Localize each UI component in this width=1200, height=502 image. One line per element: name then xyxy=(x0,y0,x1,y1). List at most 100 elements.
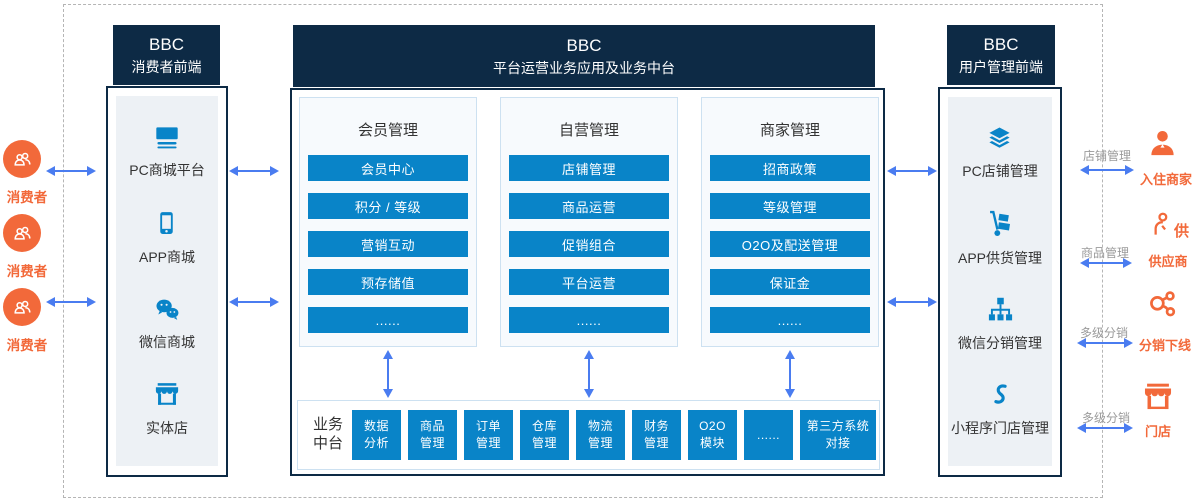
left-frontend-header: BBC 消费者前端 xyxy=(113,25,220,85)
bidirectional-arrow xyxy=(1080,165,1134,175)
bidirectional-arrow xyxy=(46,166,96,176)
platform-module: 订单 管理 xyxy=(464,410,513,460)
tool-pc-shop-management: PC店铺管理 xyxy=(962,125,1038,181)
bidirectional-arrow-vertical xyxy=(383,350,393,398)
tool-label: 小程序门店管理 xyxy=(951,420,1049,437)
wechat-icon xyxy=(155,299,178,320)
self-operation-panel: 自营管理 店铺管理 商品运营 促销组合 平台运营 ...... xyxy=(500,97,678,347)
business-platform-bar: 业务 中台 数据 分析 商品 管理 订单 管理 仓库 管理 物流 管理 财务 管… xyxy=(297,400,880,470)
relation-label: 店铺管理 xyxy=(1082,149,1131,163)
people-icon xyxy=(13,226,31,240)
module-pill: O2O及配送管理 xyxy=(710,231,870,257)
bidirectional-arrow-vertical xyxy=(785,350,795,398)
header-line2: 消费者前端 xyxy=(131,59,202,76)
bidirectional-arrow xyxy=(229,297,279,307)
right-frontend-header: BBC 用户管理前端 xyxy=(947,25,1055,85)
right-frontend-items: PC店铺管理 APP供货管理 xyxy=(948,97,1052,466)
module-pill: 保证金 xyxy=(710,269,870,295)
tool-label: APP供货管理 xyxy=(957,249,1042,266)
consumer-label: 消费者 xyxy=(6,338,48,353)
storefront-icon xyxy=(155,383,179,405)
partner-label: 供应商 xyxy=(1148,254,1188,269)
distribution-network-icon xyxy=(1146,290,1177,326)
module-pill: 营销互动 xyxy=(308,231,468,257)
panel-title: 会员管理 xyxy=(357,122,418,139)
channel-wechat-mall: 微信商城 xyxy=(139,296,195,352)
left-frontend-items: PC商城平台 APP商城 微信商城 xyxy=(116,96,218,466)
tool-wechat-distribution-management: 微信分销管理 xyxy=(958,295,1042,353)
center-header: BBC 平台运营业务应用及业务中台 xyxy=(293,25,875,87)
channel-label: 实体店 xyxy=(146,419,188,436)
bidirectional-arrow xyxy=(1080,258,1132,268)
business-platform-label: 业务 中台 xyxy=(312,416,343,452)
panel-title: 商家管理 xyxy=(759,122,820,139)
supplier-icon-char: 供 xyxy=(1174,223,1190,240)
channel-pc-mall: PC商城平台 xyxy=(129,124,205,180)
header-line2: 平台运营业务应用及业务中台 xyxy=(493,60,675,77)
layers-icon xyxy=(989,127,1011,148)
module-pill: ...... xyxy=(308,307,468,333)
tool-miniprogram-store-management: 小程序门店管理 xyxy=(951,380,1049,438)
monitor-icon xyxy=(156,127,178,149)
tool-app-supply-management: APP供货管理 xyxy=(958,208,1042,268)
header-line1: BBC xyxy=(566,35,602,55)
bidirectional-arrow xyxy=(887,166,937,176)
bidirectional-arrow xyxy=(46,297,96,307)
partner-label: 分销下线 xyxy=(1138,338,1191,353)
consumer-label: 消费者 xyxy=(6,190,48,205)
channel-app-mall: APP商城 xyxy=(139,208,195,267)
consumer-label: 消费者 xyxy=(6,264,48,279)
partner-label: 门店 xyxy=(1144,424,1171,439)
right-frontend-panel: PC店铺管理 APP供货管理 xyxy=(938,87,1062,477)
bidirectional-arrow-vertical xyxy=(584,350,594,398)
merchant-person-icon xyxy=(1147,128,1178,164)
header-line2: 用户管理前端 xyxy=(959,59,1043,76)
bidirectional-arrow xyxy=(1077,423,1133,433)
module-pill: 预存储值 xyxy=(308,269,468,295)
module-pill: 会员中心 xyxy=(308,155,468,181)
handtruck-icon xyxy=(990,210,1010,236)
platform-module: ...... xyxy=(744,410,793,460)
smartphone-icon xyxy=(160,212,174,235)
bidirectional-arrow xyxy=(1077,338,1133,348)
merchant-management-panel: 商家管理 招商政策 等级管理 O2O及配送管理 保证金 ...... xyxy=(701,97,879,347)
consumer-avatar xyxy=(3,288,41,326)
platform-module: 仓库 管理 xyxy=(520,410,569,460)
platform-module: O2O 模块 xyxy=(688,410,737,460)
module-pill: 促销组合 xyxy=(509,231,669,257)
store-icon-orange xyxy=(1141,380,1175,419)
platform-module: 第三方系统 对接 xyxy=(800,410,876,460)
people-icon xyxy=(13,300,31,314)
platform-module: 商品 管理 xyxy=(408,410,457,460)
module-pill: 商品运营 xyxy=(509,193,669,219)
supplier-person-icon: 供 xyxy=(1148,209,1194,247)
miniprogram-icon xyxy=(993,384,1007,405)
platform-module: 物流 管理 xyxy=(576,410,625,460)
people-icon xyxy=(13,152,31,166)
channel-label: APP商城 xyxy=(138,249,195,266)
relation-label: 商品管理 xyxy=(1080,246,1129,260)
consumer-avatar xyxy=(3,140,41,178)
bidirectional-arrow xyxy=(229,166,279,176)
module-pill: 等级管理 xyxy=(710,193,870,219)
module-pill: 店铺管理 xyxy=(509,155,669,181)
channel-label: 微信商城 xyxy=(139,333,195,350)
platform-module: 财务 管理 xyxy=(632,410,681,460)
tool-label: PC店铺管理 xyxy=(962,162,1038,179)
module-pill: 积分 / 等级 xyxy=(308,193,468,219)
header-line1: BBC xyxy=(983,34,1019,54)
panel-title: 自营管理 xyxy=(558,122,619,139)
platform-module: 数据 分析 xyxy=(352,410,401,460)
orgchart-icon xyxy=(988,297,1012,321)
relation-label: 多级分销 xyxy=(1079,326,1128,340)
header-line1: BBC xyxy=(149,34,184,54)
relation-label: 多级分销 xyxy=(1081,411,1130,425)
consumer-avatar xyxy=(3,214,41,252)
module-pill: ...... xyxy=(710,307,870,333)
left-frontend-panel: PC商城平台 APP商城 微信商城 xyxy=(106,86,228,477)
bidirectional-arrow xyxy=(887,297,937,307)
channel-physical-store: 实体店 xyxy=(146,380,188,438)
dashed-boundary xyxy=(63,4,1103,498)
channel-label: PC商城平台 xyxy=(129,162,205,179)
